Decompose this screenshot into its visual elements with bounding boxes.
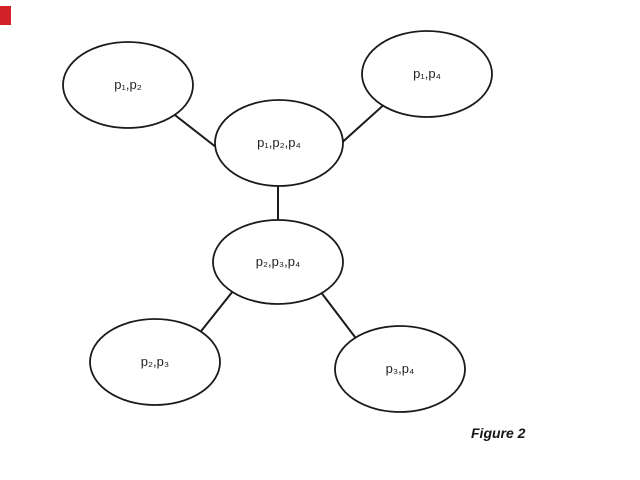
graph-edge-n2-n3: [336, 100, 389, 148]
graph-edge-n4-n6: [316, 286, 359, 342]
node-label-n3: p₁,p₂,p₄: [257, 135, 301, 150]
figure-caption: Figure 2: [471, 425, 526, 441]
graph-edge-n1-n3: [170, 111, 222, 152]
graph-node-n2: [361, 30, 493, 118]
node-label-n5: p₂,p₃: [141, 354, 169, 369]
graph-node-n6: [334, 325, 466, 413]
node-label-n1: p₁,p₂: [114, 77, 142, 92]
red-corner-marker: [0, 6, 11, 25]
graph-node-n3: [214, 99, 344, 187]
node-label-n2: p₁,p₄: [413, 66, 441, 81]
graph-node-n5: [89, 318, 221, 406]
graph-node-n4: [212, 219, 344, 305]
graph-node-n1: [62, 41, 194, 129]
node-label-n6: p₃,p₄: [386, 361, 415, 376]
graph-edge-n4-n5: [197, 285, 238, 336]
node-label-n4: p₂,p₃,p₄: [256, 254, 301, 269]
